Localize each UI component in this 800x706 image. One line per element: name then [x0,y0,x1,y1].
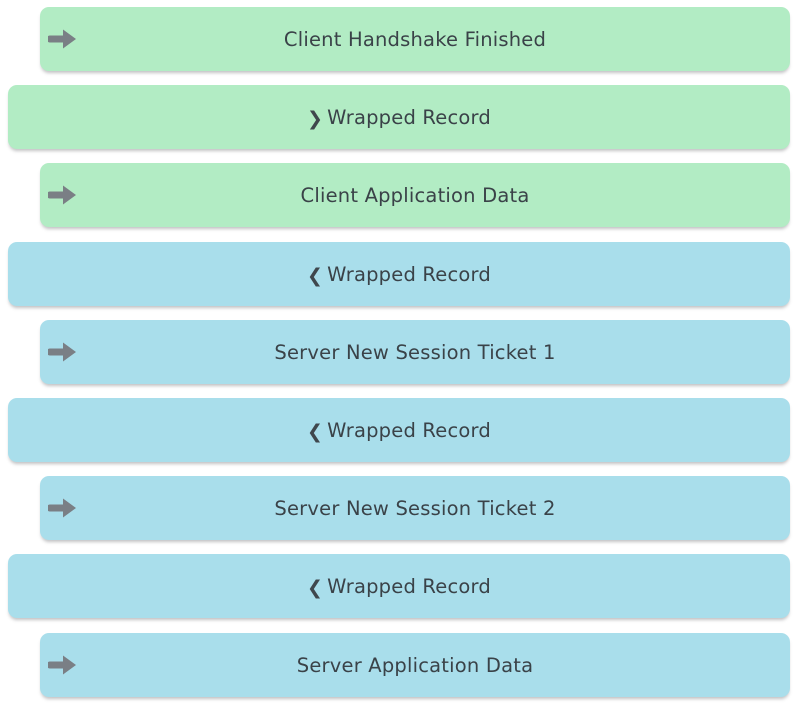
message-row-label: ❯Wrapped Record [307,106,491,129]
arrow-right-icon [46,495,78,521]
message-row-label: Server New Session Ticket 2 [274,496,556,520]
message-row[interactable]: ❮Wrapped Record [8,554,790,618]
arrow-right-icon [46,652,78,678]
message-row[interactable]: Client Handshake Finished [40,7,790,71]
arrow-right-icon [46,26,78,52]
message-row-text: Wrapped Record [327,574,491,598]
message-row[interactable]: Client Application Data [40,163,790,227]
message-row-label: Server New Session Ticket 1 [274,340,556,364]
message-row-label: Server Application Data [296,653,534,677]
message-row[interactable]: Server New Session Ticket 2 [40,476,790,540]
message-row-label: ❮Wrapped Record [307,419,491,442]
chevron-left-icon: ❮ [307,420,324,443]
message-row[interactable]: Server Application Data [40,633,790,697]
message-row-label: Client Application Data [300,183,530,207]
message-row[interactable]: Server New Session Ticket 1 [40,320,790,384]
arrow-right-icon [46,182,78,208]
message-row-text: Wrapped Record [327,105,491,129]
message-row[interactable]: ❮Wrapped Record [8,242,790,306]
arrow-right-icon [46,339,78,365]
message-row-text: Wrapped Record [327,418,491,442]
chevron-left-icon: ❮ [307,264,324,287]
chevron-right-icon: ❯ [307,107,324,130]
message-row-label: Client Handshake Finished [283,27,547,51]
message-row-label: ❮Wrapped Record [307,575,491,598]
message-row[interactable]: ❮Wrapped Record [8,398,790,462]
chevron-left-icon: ❮ [307,576,324,599]
message-row[interactable]: ❯Wrapped Record [8,85,790,149]
message-row-label: ❮Wrapped Record [307,263,491,286]
message-row-text: Wrapped Record [327,262,491,286]
